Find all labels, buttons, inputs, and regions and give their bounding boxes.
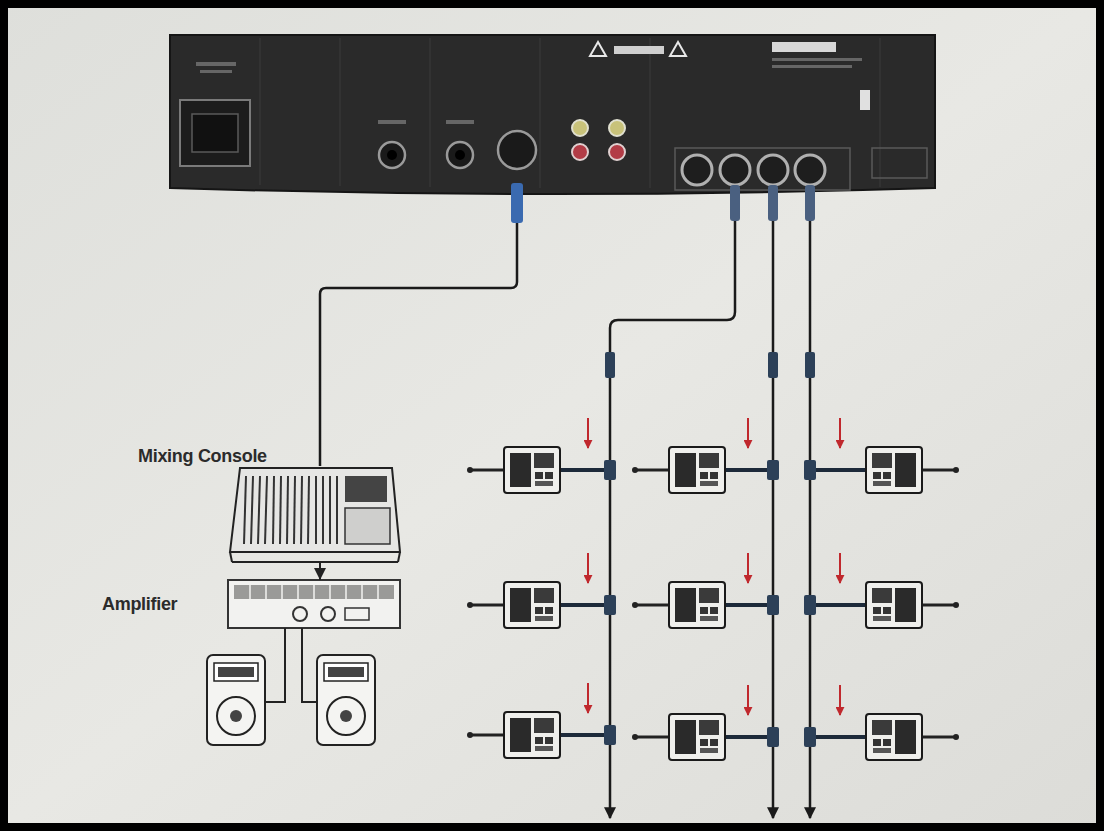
panel-print [200,70,232,73]
t-junction [604,460,816,747]
device-node: Mixing Console [136,444,402,562]
din-plug [805,185,815,221]
conference-unit [467,712,560,758]
unit-cable [810,468,866,472]
flow-arrow [588,418,840,715]
din-plug [730,185,740,221]
din-socket [720,155,750,185]
panel-port [872,148,927,178]
warning-triangle [590,42,606,56]
unit-cable [560,468,610,472]
jack-hole [387,150,397,160]
device-label: Amplifier [102,594,177,615]
photo-frame [4,4,1100,827]
conference-unit [866,447,959,493]
speaker-wire [302,628,317,702]
din-plug [768,185,778,221]
amplifier-knob [321,607,335,621]
amplifier-body [228,580,400,628]
power-inlet [180,100,250,166]
jack-hole [455,150,465,160]
conference-unit [866,714,959,760]
speaker-wire [265,628,285,702]
console-edge [398,552,400,562]
amplifier [228,580,400,628]
unit-cable [810,603,866,607]
panel-texture [260,38,880,188]
rear-panel [170,35,935,194]
conference-unit [467,582,560,628]
rca-socket [572,144,588,160]
amplifier-vent-lines [250,585,378,599]
conference-unit [866,582,959,628]
console-body [230,468,400,552]
jack-socket [379,142,405,168]
power-switch [860,90,870,110]
device-node: Amplifier [100,580,400,628]
rca-socket [609,144,625,160]
conference-unit [632,714,725,760]
cable-coupler [768,352,778,378]
warning-triangle [670,42,686,56]
conference-unit [632,582,725,628]
power-inlet-socket [192,114,238,152]
conference-unit [467,447,560,493]
cable-coupler [605,352,615,378]
unit-cable [725,468,773,472]
console-edge [230,552,232,562]
rca-socket [572,120,588,136]
panel-body [170,35,935,194]
cable-coupler [805,352,815,378]
panel-print [196,62,236,66]
speaker [207,655,265,745]
amplifier-display [345,608,369,620]
xlr-plug [511,183,523,223]
panel-print [378,120,406,124]
mixing-console [230,468,400,562]
jack-socket [447,142,473,168]
unit-cable [810,735,866,739]
din-socket [682,155,712,185]
amplifier-vents [234,585,394,599]
unit-cable [560,733,610,737]
signal-arrow [319,562,321,580]
speaker [317,655,375,745]
chain-cable [610,221,735,818]
panel-print [772,65,852,68]
unit-cable [725,603,773,607]
unit-cable [725,735,773,739]
din-socket [795,155,825,185]
din-socket [758,155,788,185]
warning-plate [614,46,664,54]
audio-cable [320,223,517,466]
console-faders [244,476,337,544]
console-edge [232,561,398,563]
panel-print [446,120,474,124]
device-label: Mixing Console [138,446,267,467]
rca-socket [609,120,625,136]
conference-unit [632,447,725,493]
unit-cable [560,603,610,607]
din-surround [675,148,850,190]
xlr-socket [498,131,536,169]
model-plate [772,42,836,52]
console-master [345,476,387,502]
panel-print [772,58,862,61]
amplifier-knob [293,607,307,621]
console-master-faders [345,508,390,544]
